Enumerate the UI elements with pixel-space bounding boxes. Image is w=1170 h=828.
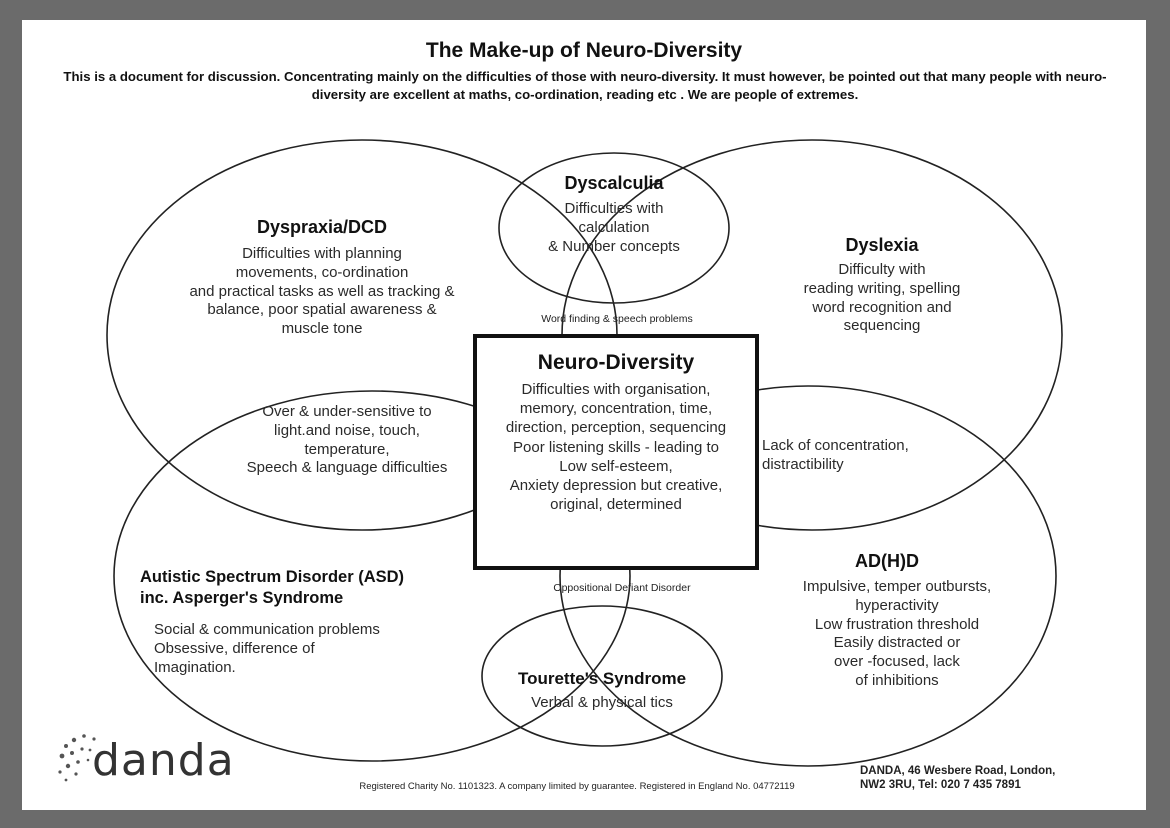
tourettes-description: Verbal & physical tics — [531, 694, 673, 711]
asd-description: Social & communication problems Obsessiv… — [154, 621, 380, 676]
center-description: Difficulties with organisation, memory, … — [505, 381, 727, 514]
tourettes-heading: Tourette's Syndrome — [517, 669, 687, 688]
venn-diagram — [58, 139, 1063, 782]
asd-ellipse — [113, 390, 631, 762]
dyscalculia-heading: Dyscalculia — [564, 173, 664, 193]
odd-overlap: Oppositional Defiant Disorder — [553, 582, 691, 594]
dyscalculia-description: Difficulties with calculation & Number c… — [548, 200, 680, 255]
tourettes-ellipse — [481, 605, 723, 747]
dyslexia-heading: Dyslexia — [845, 235, 919, 255]
document-page: The Make-up of Neuro-Diversity This is a… — [22, 20, 1146, 810]
document-subtitle: This is a document for discussion. Conce… — [63, 69, 1107, 102]
word-finding-overlap: Word finding & speech problems — [541, 313, 693, 325]
adhd-heading: AD(H)D — [855, 551, 919, 571]
contact-address: DANDA, 46 Wesbere Road, London, NW2 3RU,… — [860, 765, 1056, 792]
registration-note: Registered Charity No. 1101323. A compan… — [359, 781, 795, 792]
logo-mark — [58, 734, 96, 782]
adhd-description: Impulsive, temper outbursts, hyperactivi… — [802, 578, 992, 689]
concentration-overlap: Lack of concentration, distractibility — [762, 437, 909, 473]
dyspraxia-heading: Dyspraxia/DCD — [256, 217, 388, 237]
center-box — [473, 334, 759, 570]
sensory-overlap: Over & under-sensitive to light.and nois… — [246, 403, 448, 477]
dyscalculia-ellipse — [498, 152, 730, 304]
danda-logo-text: danda — [92, 735, 235, 786]
dyspraxia-description: Difficulties with planning movements, co… — [189, 245, 455, 337]
dyslexia-description: Difficulty with reading writing, spellin… — [803, 261, 961, 335]
adhd-ellipse — [559, 385, 1057, 767]
document-title: The Make-up of Neuro-Diversity — [425, 39, 743, 62]
center-heading: Neuro-Diversity — [537, 351, 695, 374]
asd-heading: Autistic Spectrum Disorder (ASD) inc. As… — [140, 568, 405, 607]
